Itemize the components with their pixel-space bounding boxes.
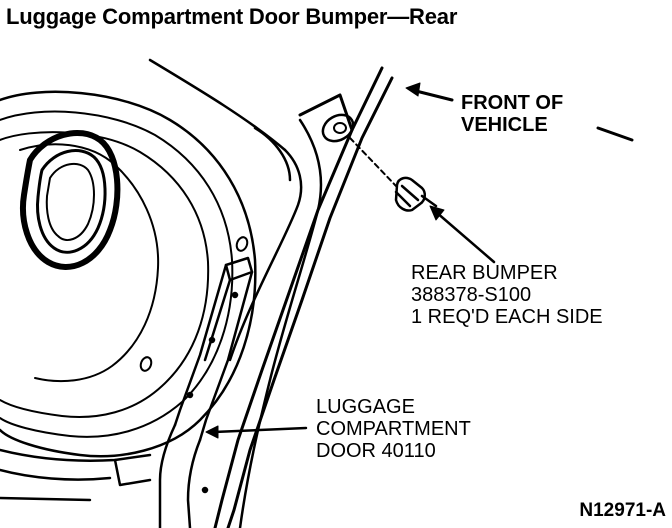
bumper-label-line1: REAR BUMPER [411,262,558,284]
lamp-lens [20,129,121,270]
rear-bumper-part [394,176,438,212]
bumper-label-line3: 1 REQ'D EACH SIDE [411,306,603,328]
front-label-line2: VEHICLE [461,114,548,136]
door-edge [213,66,394,528]
bumper-socket [321,113,355,143]
front-label-line1: FRONT OF [461,92,564,114]
hinge-strip [158,256,254,528]
front-of-vehicle-label: FRONT OF VEHICLE [461,92,563,136]
front-arrow [405,82,634,142]
figure-id: N12971-A [579,500,666,521]
door-label-line2: COMPARTMENT [316,418,471,440]
door-label-line3: DOOR 40110 [316,440,436,462]
exploded-view-line [349,137,397,187]
door-leader [205,425,308,439]
lower-panel-edge [0,448,152,502]
body-flange [148,58,323,528]
rear-bumper-label: REAR BUMPER 388378-S100 1 REQ'D EACH SID… [411,262,603,328]
diagram-title: Luggage Compartment Door Bumper—Rear [6,4,458,29]
bumper-label-line2: 388378-S100 [411,284,532,306]
tail-panel-outline [0,90,257,458]
door-label-line1: LUGGAGE [316,396,415,418]
bumper-leader [429,205,496,264]
luggage-door-label: LUGGAGE COMPARTMENT DOOR 40110 [316,396,471,462]
panel-holes [139,236,249,372]
